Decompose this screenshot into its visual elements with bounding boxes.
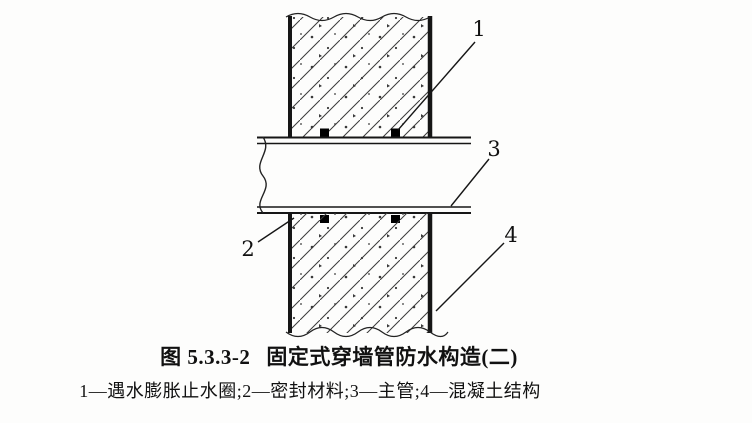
figure-legend: 1—遇水膨胀止水圈;2—密封材料;3—主管;4—混凝土结构 (79, 381, 541, 401)
concrete-wall-upper (285, 12, 433, 137)
callout-3: 3 (487, 137, 500, 161)
leader-line-3 (450, 158, 490, 207)
concrete-wall-lower (285, 213, 449, 338)
leader-lines (257, 41, 505, 312)
concrete-aggregate-upper (291, 17, 429, 137)
figure-number: 图 5.3.3-2 (160, 345, 251, 369)
waterstop-ring (391, 128, 400, 137)
pipe-break-line-left (259, 136, 267, 214)
callout-1: 1 (472, 17, 485, 41)
callout-2: 2 (241, 237, 254, 261)
leader-line-1 (397, 41, 476, 131)
figure-title: 固定式穿墙管防水构造(二) (266, 345, 518, 369)
waterstop-ring (320, 128, 329, 137)
break-line-top (285, 12, 431, 22)
break-line-bottom (285, 326, 449, 338)
callout-4: 4 (504, 223, 517, 247)
waterstop-rings (320, 128, 400, 223)
figure-caption: 图 5.3.3-2 固定式穿墙管防水构造(二) (0, 341, 678, 371)
concrete-aggregate-lower (291, 213, 429, 333)
leader-line-2 (257, 217, 295, 243)
main-pipe (257, 136, 471, 214)
leader-line-4 (435, 242, 505, 312)
